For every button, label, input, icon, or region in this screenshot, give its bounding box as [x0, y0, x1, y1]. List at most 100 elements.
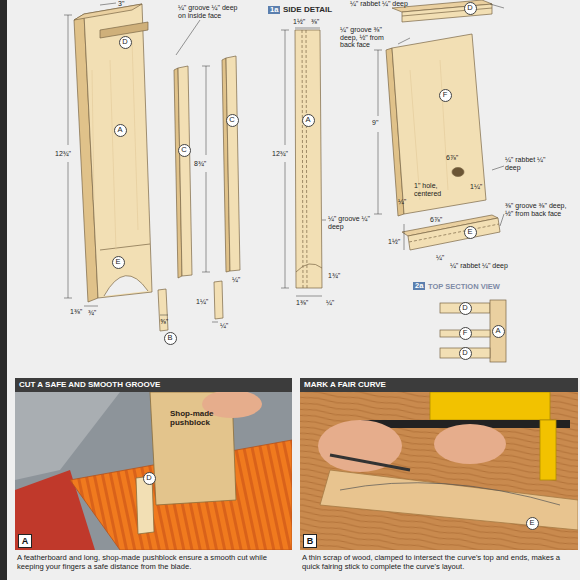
callout-letter: D [459, 302, 472, 315]
rail-part-part [402, 4, 492, 22]
dimension-label: 12¾" [272, 150, 288, 158]
callout-letter: B [164, 332, 177, 345]
callout-text: A [495, 327, 500, 335]
dimension-label: 1⅜" [70, 308, 82, 316]
callout-note: ¼" rabbet ¼" deep [505, 156, 560, 171]
dimension-lines-part [404, 224, 405, 250]
callout-text: D [146, 474, 151, 482]
photo-curve [300, 392, 578, 550]
side-panel-part [74, 4, 142, 20]
panel-caption: A featherboard and long, shop-made pushb… [17, 553, 290, 571]
callout-text: A [22, 537, 29, 546]
figure-number: 1a [268, 6, 280, 14]
callout-text: F [443, 91, 448, 99]
apron-part-part [409, 224, 499, 242]
dimension-label: ¼" [326, 299, 334, 307]
callout-text: C [181, 146, 186, 154]
dimension-lines-part [374, 50, 382, 214]
photo-curve-part [320, 470, 578, 530]
callout-letter: D [464, 2, 477, 15]
callout-letter: C [226, 114, 239, 127]
callout-note: ⅜" groove ⅜" deep, ½" from back face [505, 202, 571, 217]
dimension-lines-part [176, 20, 200, 55]
callout-text: F [463, 329, 468, 337]
dimension-lines-part [296, 296, 322, 297]
callout-text: C [229, 116, 234, 124]
dimension-lines-part [398, 4, 504, 44]
callout-note: ¼" groove ⅜" deep, ½" from back face [340, 26, 396, 49]
panel-heading: MARK A FAIR CURVE [300, 378, 578, 392]
callout-note: ¼" rabbet ¼" deep [350, 0, 412, 8]
photo-groove-part [15, 392, 120, 480]
photo-groove-part [15, 392, 292, 550]
dimension-lines-part [100, 3, 116, 5]
photo-marker: B [303, 534, 317, 548]
dimension-lines-part [322, 220, 326, 221]
side-panel [74, 4, 152, 302]
top-section-view-part [440, 348, 490, 358]
panel-caption: A thin scrap of wood, clamped to interse… [302, 553, 576, 571]
callout-text: E [467, 228, 472, 236]
callout-letter: D [459, 347, 472, 360]
callout-text: E [115, 258, 120, 266]
callout-letter: C [178, 144, 191, 157]
dimension-label: 1½" [293, 18, 305, 26]
side-detail [295, 30, 322, 288]
side-panel-part [104, 276, 148, 296]
dimension-label: 3" [118, 0, 124, 8]
callout-note: ¼" groove ¼" deep on inside face [178, 4, 238, 19]
dimension-label: ¼" [232, 276, 240, 284]
dimension-label: ¼" [398, 198, 406, 206]
dimension-label: 1½" [388, 238, 400, 246]
side-panel-part [100, 244, 150, 250]
apron-part [402, 215, 500, 250]
photo-curve-part [330, 455, 410, 470]
stile-strips-part [214, 281, 223, 319]
callout-text: A [305, 116, 310, 124]
dimension-label: ¼" [220, 322, 228, 330]
dimension-lines-part [295, 28, 320, 29]
photo-marker: A [18, 534, 32, 548]
back-panel [386, 34, 486, 216]
figure-number: 2a [413, 282, 425, 290]
callout-letter: D [119, 36, 132, 49]
callout-letter: A [114, 124, 127, 137]
photo-panel: MARK A FAIR CURVE A thin scrap of wood, c… [300, 378, 578, 580]
dimension-label: 1¼" [470, 183, 482, 191]
dimension-label: 6⅞" [430, 216, 442, 224]
back-panel-part [392, 34, 486, 214]
side-panel-part [92, 40, 138, 250]
callout-text: D [467, 4, 472, 12]
stile-strips-part [178, 66, 192, 276]
photo-curve-part [340, 483, 560, 505]
callout-text: A [117, 126, 122, 134]
side-detail-part [296, 264, 322, 272]
callout-letter: E [112, 256, 125, 269]
dimension-lines-part [492, 166, 504, 226]
page-edge [0, 0, 7, 580]
photo-curve-part [434, 424, 506, 464]
photo-curve-part [430, 392, 550, 420]
dimension-label: 12¾" [55, 150, 71, 158]
side-detail-part [295, 30, 322, 288]
callout-text: B [167, 334, 172, 342]
callout-letter: A [302, 114, 315, 127]
photo-panel: CUT A SAFE AND SMOOTH GROOVEA featherboa… [15, 378, 292, 580]
dimension-lines-part [202, 66, 210, 272]
dimension-lines-part [84, 306, 218, 322]
top-section-view-part [440, 330, 490, 337]
callout-letter: A [492, 325, 505, 338]
view-title: TOP SECTION VIEW [428, 283, 500, 291]
dimension-label: ¾" [88, 309, 96, 317]
view-title: SIDE DETAIL [283, 6, 332, 15]
dimension-label: 1¾" [328, 272, 340, 280]
callout-letter: E [526, 517, 539, 530]
callout-note: 1" hole, centered [414, 182, 458, 197]
dimension-label: ⅜" [311, 18, 319, 26]
callout-letter: E [464, 226, 477, 239]
side-detail-part [302, 30, 307, 288]
dimension-lines [281, 28, 326, 296]
photo-curve-part [300, 392, 578, 550]
photo-curve-part [318, 420, 402, 472]
